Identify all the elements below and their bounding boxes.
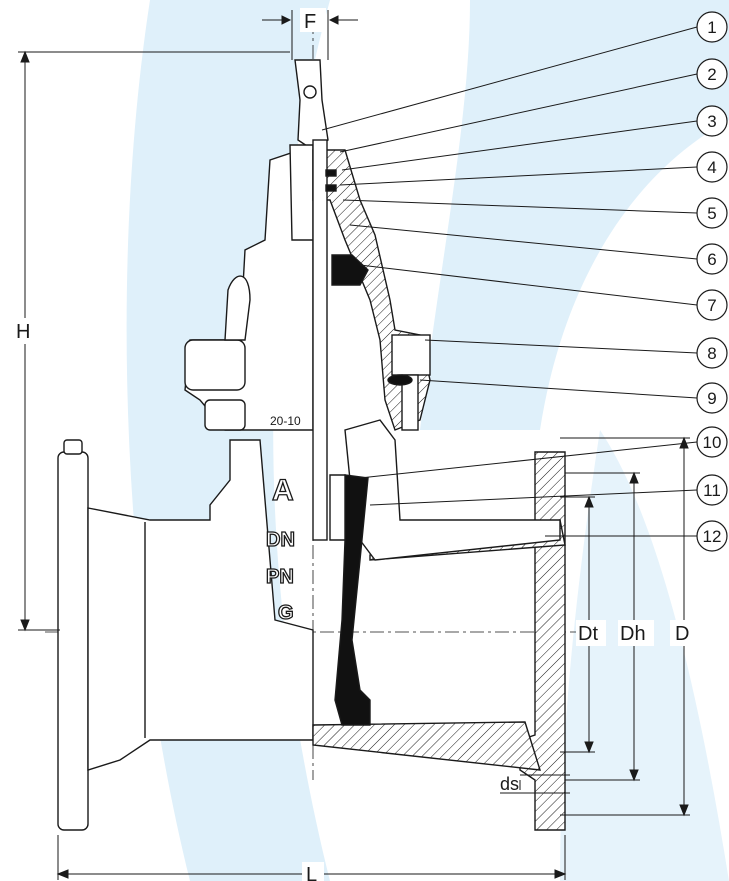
dim-label-l: L xyxy=(306,864,317,881)
callout-label-4: 4 xyxy=(707,158,716,177)
callout-leader-10 xyxy=(359,441,698,479)
callout-label-10: 10 xyxy=(703,433,722,452)
callout-leader-9 xyxy=(419,379,698,399)
dim-label-dh: Dh xyxy=(620,623,646,645)
dim-label-ds: ds xyxy=(500,774,519,794)
callout-label-7: 7 xyxy=(707,296,716,315)
marking-pn: PN xyxy=(266,566,294,588)
dim-label-d: D xyxy=(675,623,689,645)
callout-circle-2 xyxy=(696,58,728,90)
callout-leader-8 xyxy=(424,339,698,354)
callout-leader-11 xyxy=(369,489,698,506)
valve-section-view xyxy=(312,139,566,831)
callout-circle-6 xyxy=(696,243,728,275)
callout-circle-12 xyxy=(696,520,728,552)
callout-label-9: 9 xyxy=(707,389,716,408)
casting-code: 20-10 xyxy=(270,414,301,428)
callout-label-1: 1 xyxy=(707,18,716,37)
dim-label-f: F xyxy=(304,11,316,33)
callout-label-3: 3 xyxy=(707,112,716,131)
callout-leader-5 xyxy=(342,199,698,214)
callout-label-8: 8 xyxy=(707,344,716,363)
callout-leader-4 xyxy=(339,166,698,186)
callout-label-2: 2 xyxy=(707,65,716,84)
valve-outer-view xyxy=(57,59,329,831)
dim-label-h: H xyxy=(16,321,30,343)
callout-label-11: 11 xyxy=(703,481,721,500)
callout-leader-2 xyxy=(339,73,698,153)
callout-label-12: 12 xyxy=(703,527,722,546)
callout-label-6: 6 xyxy=(707,250,716,269)
callout-circle-11 xyxy=(696,474,728,506)
callout-circle-9 xyxy=(696,382,728,414)
dim-label-dt: Dt xyxy=(578,623,598,645)
marking-dn: DN xyxy=(266,529,295,551)
marking-g: G xyxy=(278,602,294,624)
callout-leader-7 xyxy=(359,264,698,306)
callout-circle-8 xyxy=(696,337,728,369)
callout-circle-4 xyxy=(696,151,728,183)
callout-circle-3 xyxy=(696,105,728,137)
callout-circle-5 xyxy=(696,197,728,229)
callout-circle-10 xyxy=(696,426,728,458)
callout-leader-6 xyxy=(349,224,698,260)
callout-leader-3 xyxy=(341,120,698,171)
callout-leader-1 xyxy=(321,26,698,131)
logo-letter: A xyxy=(272,474,294,507)
callout-label-5: 5 xyxy=(707,204,716,223)
callout-circle-7 xyxy=(696,289,728,321)
callout-circle-1 xyxy=(696,11,728,43)
